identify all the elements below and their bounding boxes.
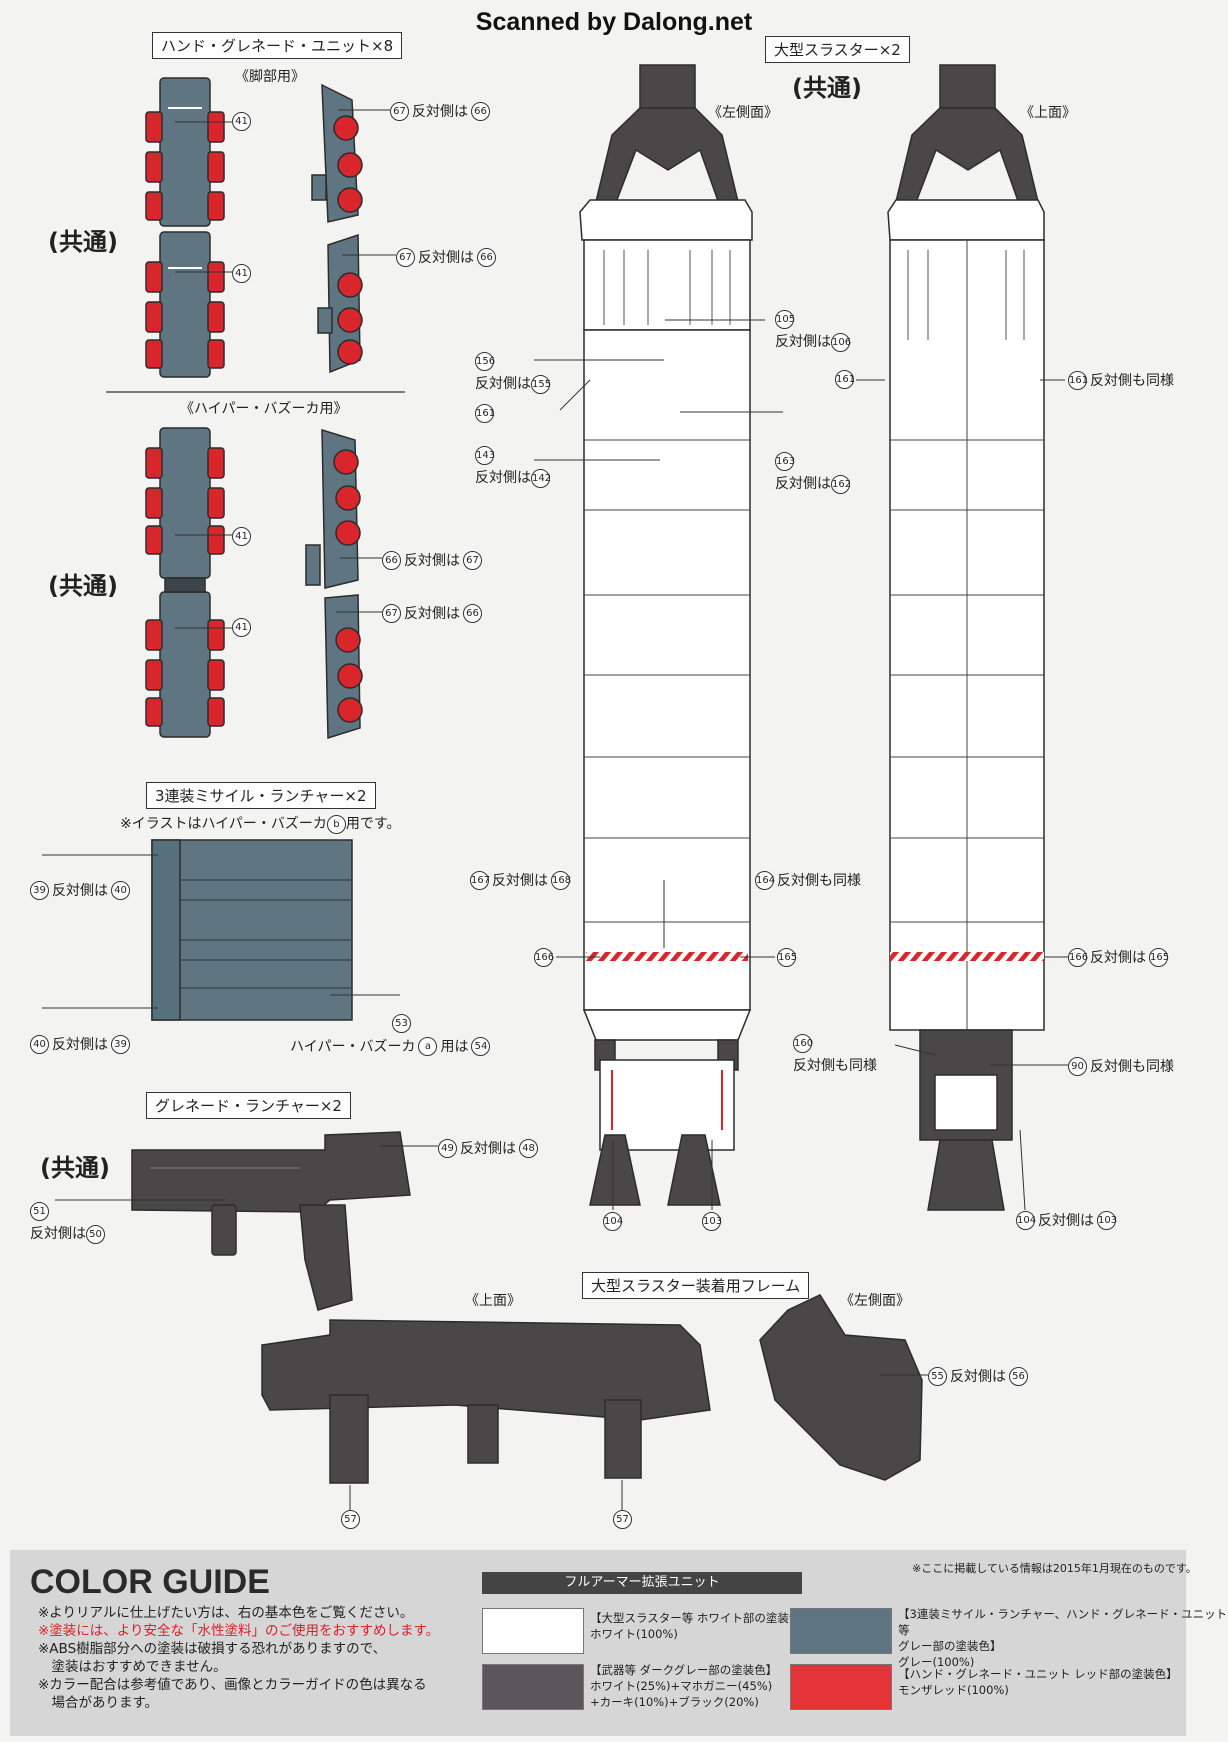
hand-grenade-bazooka-side (305, 428, 363, 740)
grenade-launcher-common: (共通) (40, 1154, 110, 1182)
missile-launcher (151, 839, 353, 1021)
callout-161-b: 161 (835, 370, 855, 389)
frame-view-top: 《上面》 (465, 1293, 521, 1309)
swatch-gray (790, 1608, 892, 1654)
color-guide-header: フルアーマー拡張ユニット (482, 1572, 802, 1594)
swatch-gray-desc: 【3連装ミサイル・ランチャー、ハンド・グレネード・ユニット等グレー部の塗装色】グ… (898, 1607, 1228, 1669)
callout-57-a: 57 (341, 1510, 360, 1529)
hand-grenade-bazooka-front (145, 427, 225, 738)
thruster-title: 大型スラスター×2 (765, 36, 910, 63)
frame-left-view (759, 1294, 923, 1481)
swatch-white (482, 1608, 584, 1654)
thruster-top-view (887, 64, 1045, 1211)
missile-launcher-title: 3連装ミサイル・ランチャー×2 (146, 782, 376, 809)
callout-41-b: 41 (232, 264, 251, 283)
frame-title: 大型スラスター装着用フレーム (582, 1272, 810, 1299)
swatch-dark-gray (482, 1664, 584, 1710)
hand-grenade-bazooka-subtitle: 《ハイパー・バズーカ用》 (180, 401, 348, 417)
callout-41-d: 41 (232, 618, 251, 637)
color-guide-title: COLOR GUIDE (30, 1563, 270, 1601)
thruster-left-view (579, 64, 753, 1206)
callout-165-a: 165 (777, 948, 797, 967)
swatch-red-desc: 【ハンド・グレネード・ユニット レッド部の塗装色】モンザレッド(100%) (898, 1667, 1178, 1697)
swatch-dark-gray-desc: 【武器等 ダークグレー部の塗装色】ホワイト(25%)+マホガニー(45%)+カー… (590, 1663, 778, 1709)
callout-161-a: 161 (475, 404, 495, 423)
callout-41-a: 41 (232, 112, 251, 131)
grenade-launcher (131, 1131, 411, 1311)
callout-104-a: 104 (603, 1212, 623, 1231)
callout-166-a: 166 (534, 948, 554, 967)
instruction-illustrations (42, 64, 1068, 1510)
hand-grenade-leg-side (311, 83, 363, 374)
grenade-launcher-title: グレネード・ランチャー×2 (146, 1092, 351, 1119)
thruster-common: (共通) (792, 74, 862, 102)
callout-41-c: 41 (232, 527, 251, 546)
frame-top-view (261, 1319, 711, 1484)
hand-grenade-common-2: (共通) (48, 572, 118, 600)
callout-53: 53 (392, 1014, 411, 1033)
hand-grenade-leg-subtitle: 《脚部用》 (235, 69, 305, 85)
scan-credit: Scanned by Dalong.net (475, 8, 753, 36)
thruster-view-top: 《上面》 (1020, 105, 1076, 121)
color-guide-notes: ※よりリアルに仕上げたい方は、右の基本色をご覧ください。 ※塗装には、より安全な… (38, 1605, 440, 1711)
hand-grenade-title: ハンド・グレネード・ユニット×8 (152, 32, 403, 59)
swatch-red (790, 1664, 892, 1710)
frame-view-left: 《左側面》 (840, 1293, 910, 1309)
hand-grenade-common-1: (共通) (48, 228, 118, 256)
thruster-view-left: 《左側面》 (708, 105, 778, 121)
swatch-white-desc: 【大型スラスター等 ホワイト部の塗装色】ホワイト(100%) (590, 1611, 812, 1641)
callout-103-a: 103 (702, 1212, 722, 1231)
hand-grenade-leg-front (145, 77, 225, 378)
callout-57-b: 57 (613, 1510, 632, 1529)
color-guide-side-note: ※ここに掲載している情報は2015年1月現在のものです。 (912, 1562, 1197, 1575)
